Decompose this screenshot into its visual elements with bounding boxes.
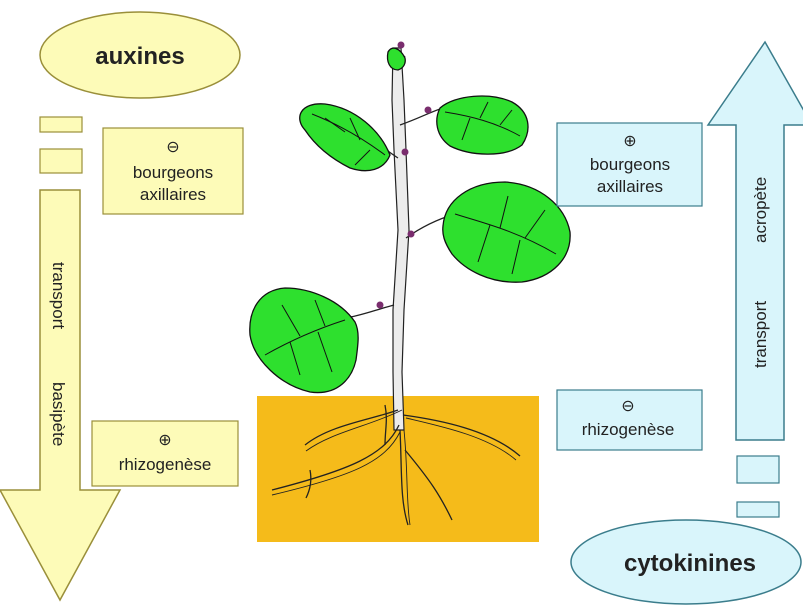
left-rhizogenese-sign: ⊕ bbox=[158, 432, 171, 449]
right-small-rect-bottom bbox=[737, 502, 779, 517]
auxines-label: auxines bbox=[95, 43, 184, 70]
bud-2 bbox=[425, 107, 432, 114]
bud-1 bbox=[402, 149, 409, 156]
left-small-rect-top bbox=[40, 117, 82, 132]
left-rhizogenese-box bbox=[92, 421, 238, 486]
acropete-word-1: transport bbox=[751, 301, 770, 368]
basipete-word-1: transport bbox=[49, 262, 68, 329]
right-small-rect-top bbox=[737, 456, 779, 483]
right-rhizogenese-sign: ⊖ bbox=[621, 398, 634, 415]
right-buds-sign: ⊕ bbox=[623, 133, 636, 150]
acropete-word-2: acropète bbox=[751, 177, 770, 243]
left-small-rect-bottom bbox=[40, 149, 82, 173]
leaf-lower-left bbox=[250, 288, 358, 393]
leaf-upper-left bbox=[300, 104, 390, 171]
left-buds-sign: ⊖ bbox=[166, 139, 179, 156]
right-buds-line2: axillaires bbox=[597, 177, 663, 196]
plant-stem bbox=[392, 48, 409, 430]
bud-top bbox=[398, 42, 405, 49]
cytokinines-label: cytokinines bbox=[624, 550, 756, 577]
leaf-top-small bbox=[387, 48, 405, 70]
left-buds-line2: axillaires bbox=[140, 185, 206, 204]
plant-leaves bbox=[250, 48, 570, 392]
leaf-upper-right bbox=[437, 96, 528, 154]
right-rhizogenese-label: rhizogenèse bbox=[582, 420, 675, 439]
bud-4 bbox=[377, 302, 384, 309]
right-buds-line1: bourgeons bbox=[590, 155, 670, 174]
basipete-word-2: basipète bbox=[49, 382, 68, 446]
left-buds-line1: bourgeons bbox=[133, 163, 213, 182]
leaf-middle-right bbox=[443, 182, 570, 282]
left-rhizogenese-label: rhizogenèse bbox=[119, 455, 212, 474]
bud-3 bbox=[408, 231, 415, 238]
